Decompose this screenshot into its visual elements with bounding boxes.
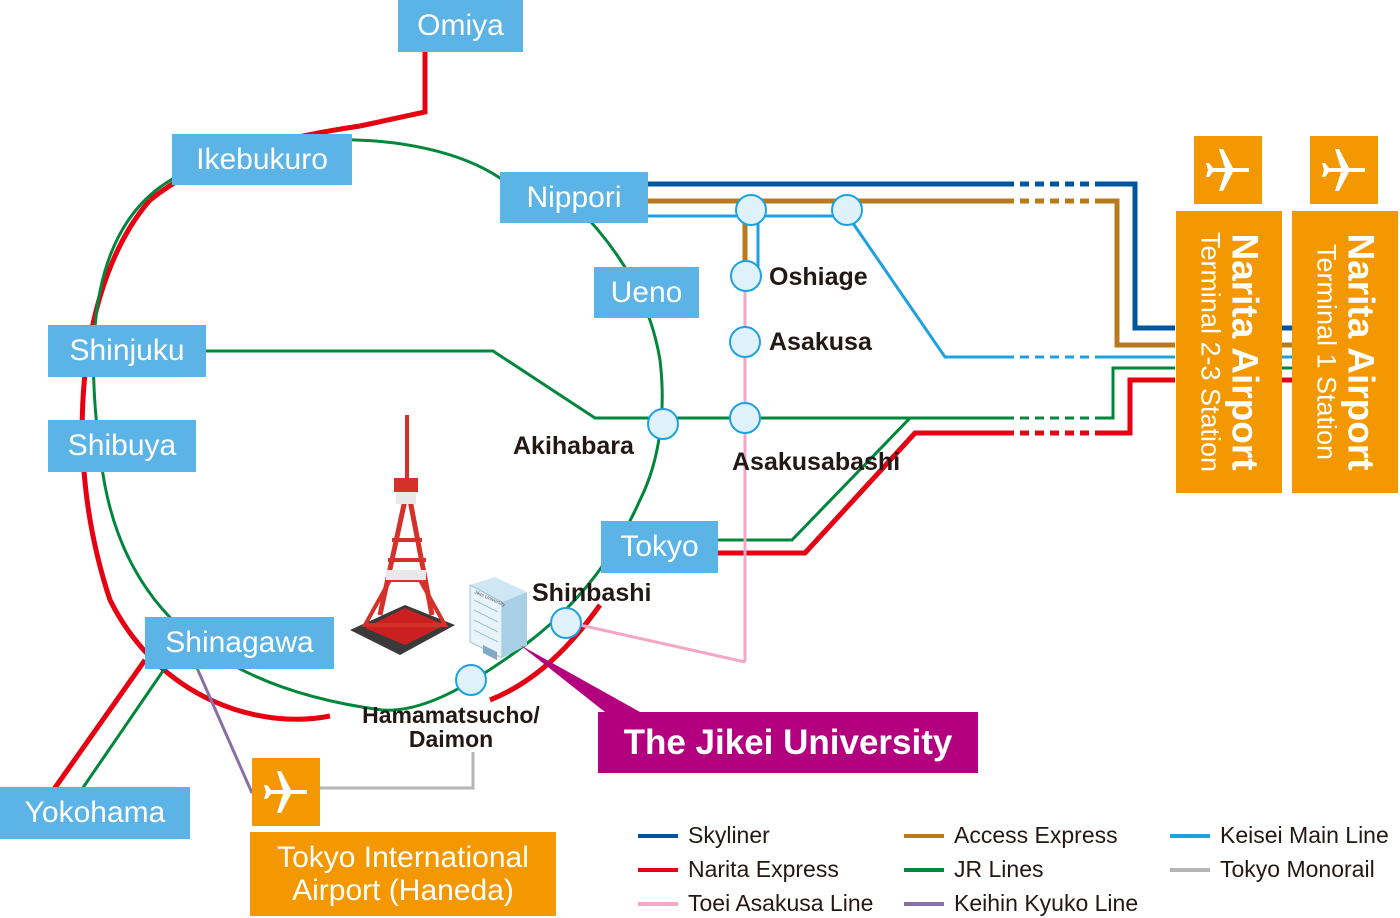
station-marker-oshiage <box>730 260 762 292</box>
legend-label-tokyo-monorail: Tokyo Monorail <box>1220 856 1375 882</box>
station-ikebukuro[interactable]: Ikebukuro <box>172 134 352 185</box>
legend-swatch-keisei-main <box>1170 833 1210 838</box>
airplane-icon-narita-t1 <box>1310 136 1378 204</box>
legend-swatch-narita-express <box>638 867 678 872</box>
keihin-kyuko-line <box>195 667 254 794</box>
station-marker-keisei-junction-1 <box>735 194 767 226</box>
legend-label-narita-express: Narita Express <box>688 856 839 882</box>
station-label-akihabara: Akihabara <box>513 432 634 460</box>
station-shinjuku[interactable]: Shinjuku <box>48 325 206 377</box>
station-omiya[interactable]: Omiya <box>398 0 523 52</box>
station-marker-shinbashi <box>550 607 582 639</box>
station-yokohama[interactable]: Yokohama <box>0 787 190 839</box>
airplane-icon-narita-t23 <box>1194 136 1262 204</box>
station-tokyo[interactable]: Tokyo <box>601 521 718 573</box>
haneda-airport[interactable]: Tokyo International Airport (Haneda) <box>250 832 556 916</box>
airplane-icon-haneda <box>252 758 320 826</box>
tokyo-monorail-line <box>320 752 475 790</box>
skyliner-line <box>648 181 1292 331</box>
station-marker-keisei-junction-2 <box>831 194 863 226</box>
legend-label-access-express: Access Express <box>954 822 1118 848</box>
airplane-icon <box>1206 149 1249 191</box>
legend-item-skyliner: Skyliner <box>638 822 770 849</box>
haneda-line1: Tokyo International <box>277 841 529 874</box>
legend-label-toei-asakusa: Toei Asakusa Line <box>688 890 874 916</box>
legend-item-keisei-main: Keisei Main Line <box>1170 822 1389 849</box>
station-shibuya[interactable]: Shibuya <box>48 420 196 472</box>
narita-t23-station: Terminal 2-3 Station <box>1195 231 1226 473</box>
station-label-hamamatsucho-line2: Daimon <box>408 726 494 753</box>
station-marker-asakusa <box>729 326 761 358</box>
legend-item-jr-lines: JR Lines <box>904 856 1043 883</box>
station-nippori[interactable]: Nippori <box>500 172 648 223</box>
legend-item-tokyo-monorail: Tokyo Monorail <box>1170 856 1375 883</box>
narita-t1-name: Narita Airport <box>1340 233 1382 471</box>
narita-t1-station: Terminal 1 Station <box>1311 243 1342 461</box>
legend-label-skyliner: Skyliner <box>688 822 770 848</box>
station-marker-asakusabashi <box>729 402 761 434</box>
legend-label-keihin-kyuko: Keihin Kyuko Line <box>954 890 1139 916</box>
legend-label-jr-lines: JR Lines <box>954 856 1044 882</box>
legend-swatch-keihin-kyuko <box>904 901 944 906</box>
station-shinagawa[interactable]: Shinagawa <box>145 617 334 669</box>
narita-airport-terminal-1[interactable]: Narita Airport Terminal 1 Station <box>1292 211 1398 493</box>
legend-label-keisei-main: Keisei Main Line <box>1220 822 1389 848</box>
station-label-oshiage: Oshiage <box>769 263 868 291</box>
station-label-hamamatsucho: Hamamatsucho/ Daimon <box>340 703 562 751</box>
legend-item-toei-asakusa: Toei Asakusa Line <box>638 890 873 917</box>
station-label-asakusa: Asakusa <box>769 328 872 356</box>
narita-t23-name: Narita Airport <box>1224 233 1266 471</box>
university-callout-pointer <box>520 645 640 712</box>
station-label-shinbashi: Shinbashi <box>532 579 652 607</box>
station-marker-hamamatsucho <box>455 664 487 696</box>
tokyo-tower-illustration <box>350 415 455 655</box>
legend-swatch-access-express <box>904 833 944 838</box>
station-label-asakusabashi: Asakusabashi <box>732 448 901 476</box>
university-label[interactable]: The Jikei University <box>598 712 978 773</box>
legend-swatch-jr-lines <box>904 867 944 872</box>
airplane-icon <box>264 771 307 813</box>
narita-express-line <box>49 50 1292 794</box>
narita-airport-terminal-2-3[interactable]: Narita Airport Terminal 2-3 Station <box>1176 211 1282 493</box>
legend-item-access-express: Access Express <box>904 822 1118 849</box>
legend-item-narita-express: Narita Express <box>638 856 839 883</box>
station-label-hamamatsucho-line1: Hamamatsucho/ <box>362 702 540 728</box>
legend-swatch-tokyo-monorail <box>1170 867 1210 872</box>
station-marker-akihabara <box>647 408 679 440</box>
legend-swatch-skyliner <box>638 833 678 838</box>
legend-swatch-toei-asakusa <box>638 901 678 906</box>
haneda-line2: Airport (Haneda) <box>292 874 514 907</box>
university-building: Jikei University <box>469 577 527 660</box>
legend-item-keihin-kyuko: Keihin Kyuko Line <box>904 890 1138 917</box>
station-ueno[interactable]: Ueno <box>594 267 699 318</box>
airplane-icon <box>1322 149 1365 191</box>
jr-lines <box>78 138 1292 793</box>
